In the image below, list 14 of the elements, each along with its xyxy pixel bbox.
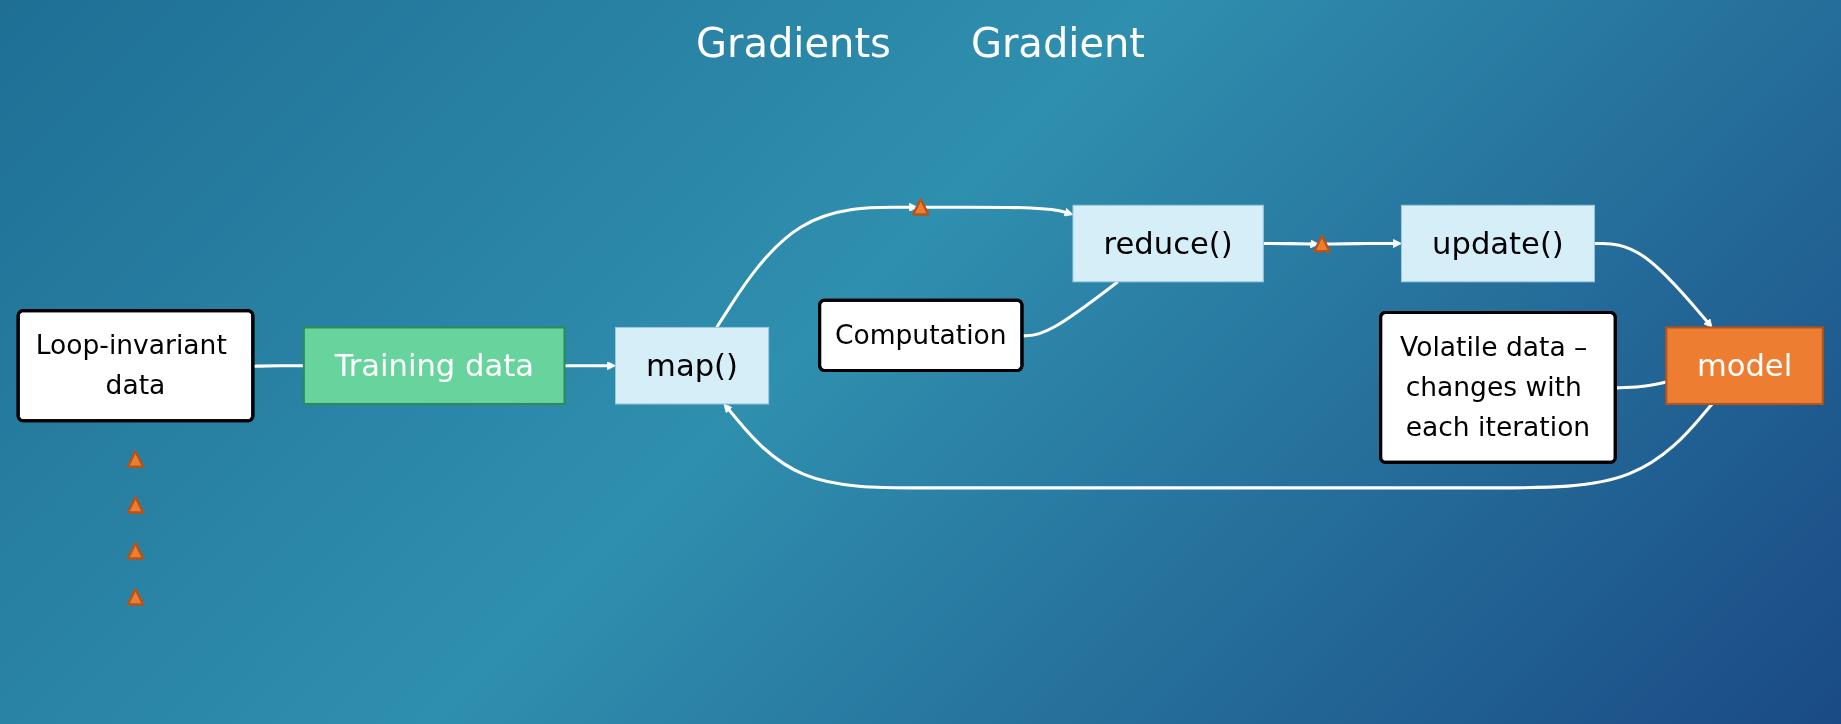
node-box: model xyxy=(1665,326,1824,406)
heading-label: Gradient xyxy=(970,20,1146,66)
connector xyxy=(1022,280,1119,338)
node-box: update() xyxy=(1400,204,1595,283)
heading-label: Gradients xyxy=(695,20,891,66)
arrow xyxy=(564,361,616,371)
node-box: Training data xyxy=(302,326,566,406)
arrow xyxy=(715,203,918,329)
connector xyxy=(253,364,304,368)
node-box: reduce() xyxy=(1072,204,1264,283)
arrow xyxy=(1326,239,1402,249)
node-box: map() xyxy=(615,327,770,405)
arrow xyxy=(723,403,1714,490)
arrow xyxy=(1263,239,1320,249)
